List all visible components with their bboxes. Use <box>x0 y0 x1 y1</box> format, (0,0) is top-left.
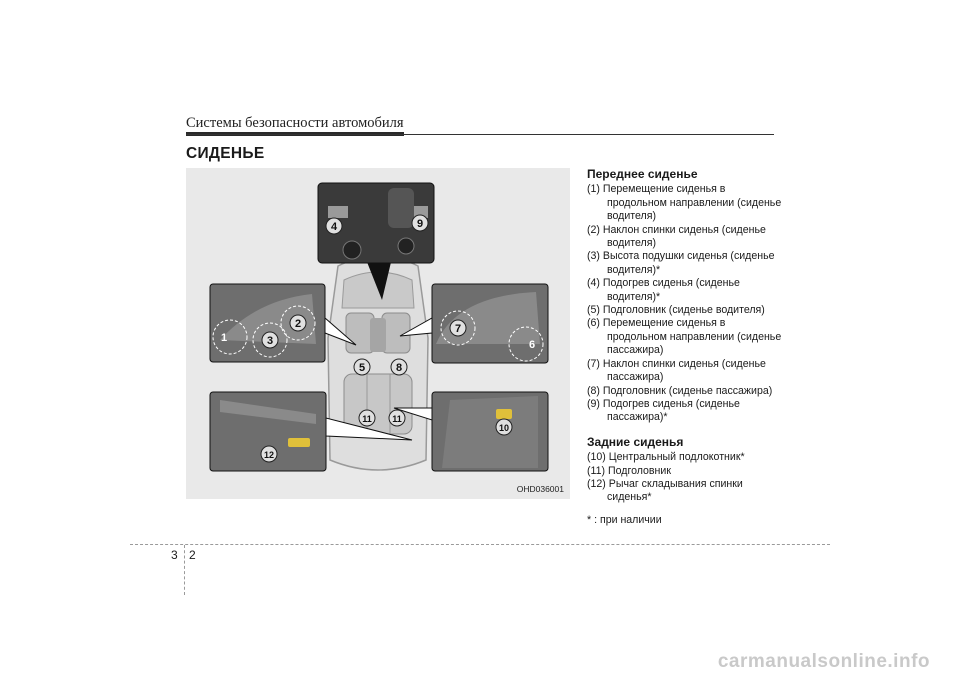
footnote: * : при наличии <box>587 513 662 526</box>
front-item-2: (2) Наклон спинки сиденья (сиденье водит… <box>587 223 766 250</box>
figure-code: OHD036001 <box>516 484 564 494</box>
callout-11-left: 11 <box>362 414 372 424</box>
rear-item-11: (11) Подголовник <box>587 464 671 477</box>
legend-text: Переднее сиденье (1) Перемещение сиденья… <box>587 167 787 527</box>
rear-seat-heading: Задние сиденья <box>587 434 684 449</box>
callout-12: 12 <box>264 450 274 460</box>
callout-3: 3 <box>267 335 273 347</box>
front-item-8: (8) Подголовник (сиденье пассажира) <box>587 384 773 397</box>
page-chapter: 3 <box>171 548 178 562</box>
callout-5: 5 <box>359 362 365 374</box>
callout-1: 1 <box>221 332 227 344</box>
front-seat-heading: Переднее сиденье <box>587 167 698 181</box>
front-item-7: (7) Наклон спинки сиденья (сиденье пасса… <box>587 357 766 384</box>
seat-controls-figure: 1 2 3 4 5 6 7 8 9 10 11 11 12 OHD036001 <box>186 168 570 499</box>
front-item-3: (3) Высота подушки сиденья (сиденье води… <box>587 250 775 276</box>
page-number: 2 <box>189 548 196 562</box>
watermark: carmanualsonline.info <box>717 651 930 672</box>
front-item-6: (6) Перемещение сиденья в продольном нап… <box>587 317 782 357</box>
rear-item-10: (10) Центральный подлокотник* <box>587 451 745 464</box>
rear-item-12: (12) Рычаг складывания спинки сиденья* <box>587 477 743 504</box>
front-item-5: (5) Подголовник (сиденье водителя) <box>587 304 765 317</box>
seat-illustration: 1 2 3 4 5 6 7 8 9 10 11 11 12 <box>209 182 549 472</box>
header-title: Системы безопасности автомобиля <box>186 115 404 131</box>
footer-divider <box>130 544 830 545</box>
callout-6: 6 <box>529 339 535 351</box>
callout-4: 4 <box>331 221 338 233</box>
section-title: СИДЕНЬЕ <box>186 145 265 162</box>
callout-8: 8 <box>396 362 402 374</box>
front-item-9: (9) Подогрев сиденья (сиденье пассажира)… <box>587 397 740 424</box>
front-item-4: (4) Подогрев сиденья (сиденье водителя)* <box>587 277 740 303</box>
callout-9: 9 <box>417 218 423 230</box>
page-number-divider <box>184 545 185 595</box>
callout-2: 2 <box>295 318 301 330</box>
callout-7: 7 <box>455 323 461 335</box>
callout-10: 10 <box>499 423 509 433</box>
header-rule <box>186 134 774 135</box>
front-item-1: (1) Перемещение сиденья в продольном нап… <box>587 183 782 223</box>
callout-11-right: 11 <box>392 414 402 424</box>
